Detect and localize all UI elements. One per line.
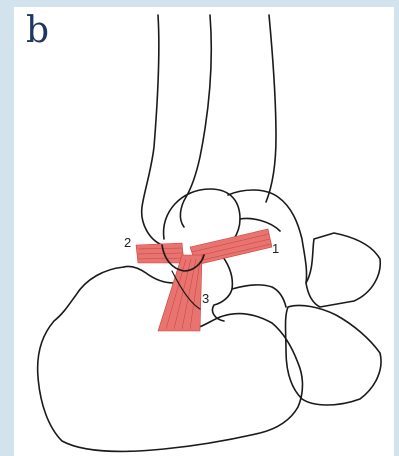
fibula-outline: [142, 15, 162, 245]
panel-label: b: [26, 13, 49, 49]
tibia-outline: [266, 15, 276, 202]
ligament-2: [136, 243, 184, 263]
illustration-panel: 1 2 3 b: [14, 7, 394, 456]
calcaneus-top-outline: [124, 266, 174, 283]
subtalar-outline: [232, 285, 286, 307]
talus-head-outline: [240, 219, 280, 232]
tibia-front-outline: [180, 197, 186, 227]
cuneiform-outline: [286, 305, 382, 405]
label-3: 3: [202, 291, 209, 306]
navicular-outline: [306, 233, 380, 307]
sinus-tarsi-outline: [212, 253, 232, 321]
ankle-ligament-drawing: 1 2 3: [14, 7, 394, 456]
label-1: 1: [272, 241, 279, 256]
fibula-inner-outline: [186, 15, 211, 197]
label-2: 2: [124, 235, 131, 250]
